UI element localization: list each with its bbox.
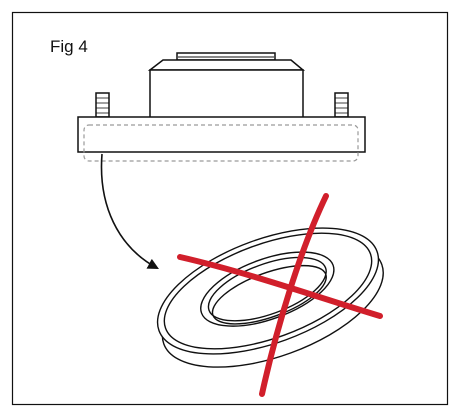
figure-border [11, 11, 449, 406]
hub-shoulder [147, 59, 306, 71]
right-stud [334, 92, 349, 118]
red-x-stroke-2 [259, 193, 329, 397]
seal-location-outline [83, 124, 359, 162]
figure-label: Fig 4 [50, 37, 88, 56]
left-stud [95, 92, 110, 118]
hub-assembly [77, 52, 366, 153]
red-x-stroke-1 [177, 254, 383, 319]
seal-ring-lip [200, 251, 335, 327]
seal-ring-outer-inner-line [163, 232, 373, 350]
curved-arrow-icon [100, 153, 159, 270]
hub-body [149, 69, 304, 119]
red-x-icon [177, 193, 383, 397]
seal-ring-bore-inner [211, 264, 327, 325]
hub-flange [77, 116, 366, 153]
